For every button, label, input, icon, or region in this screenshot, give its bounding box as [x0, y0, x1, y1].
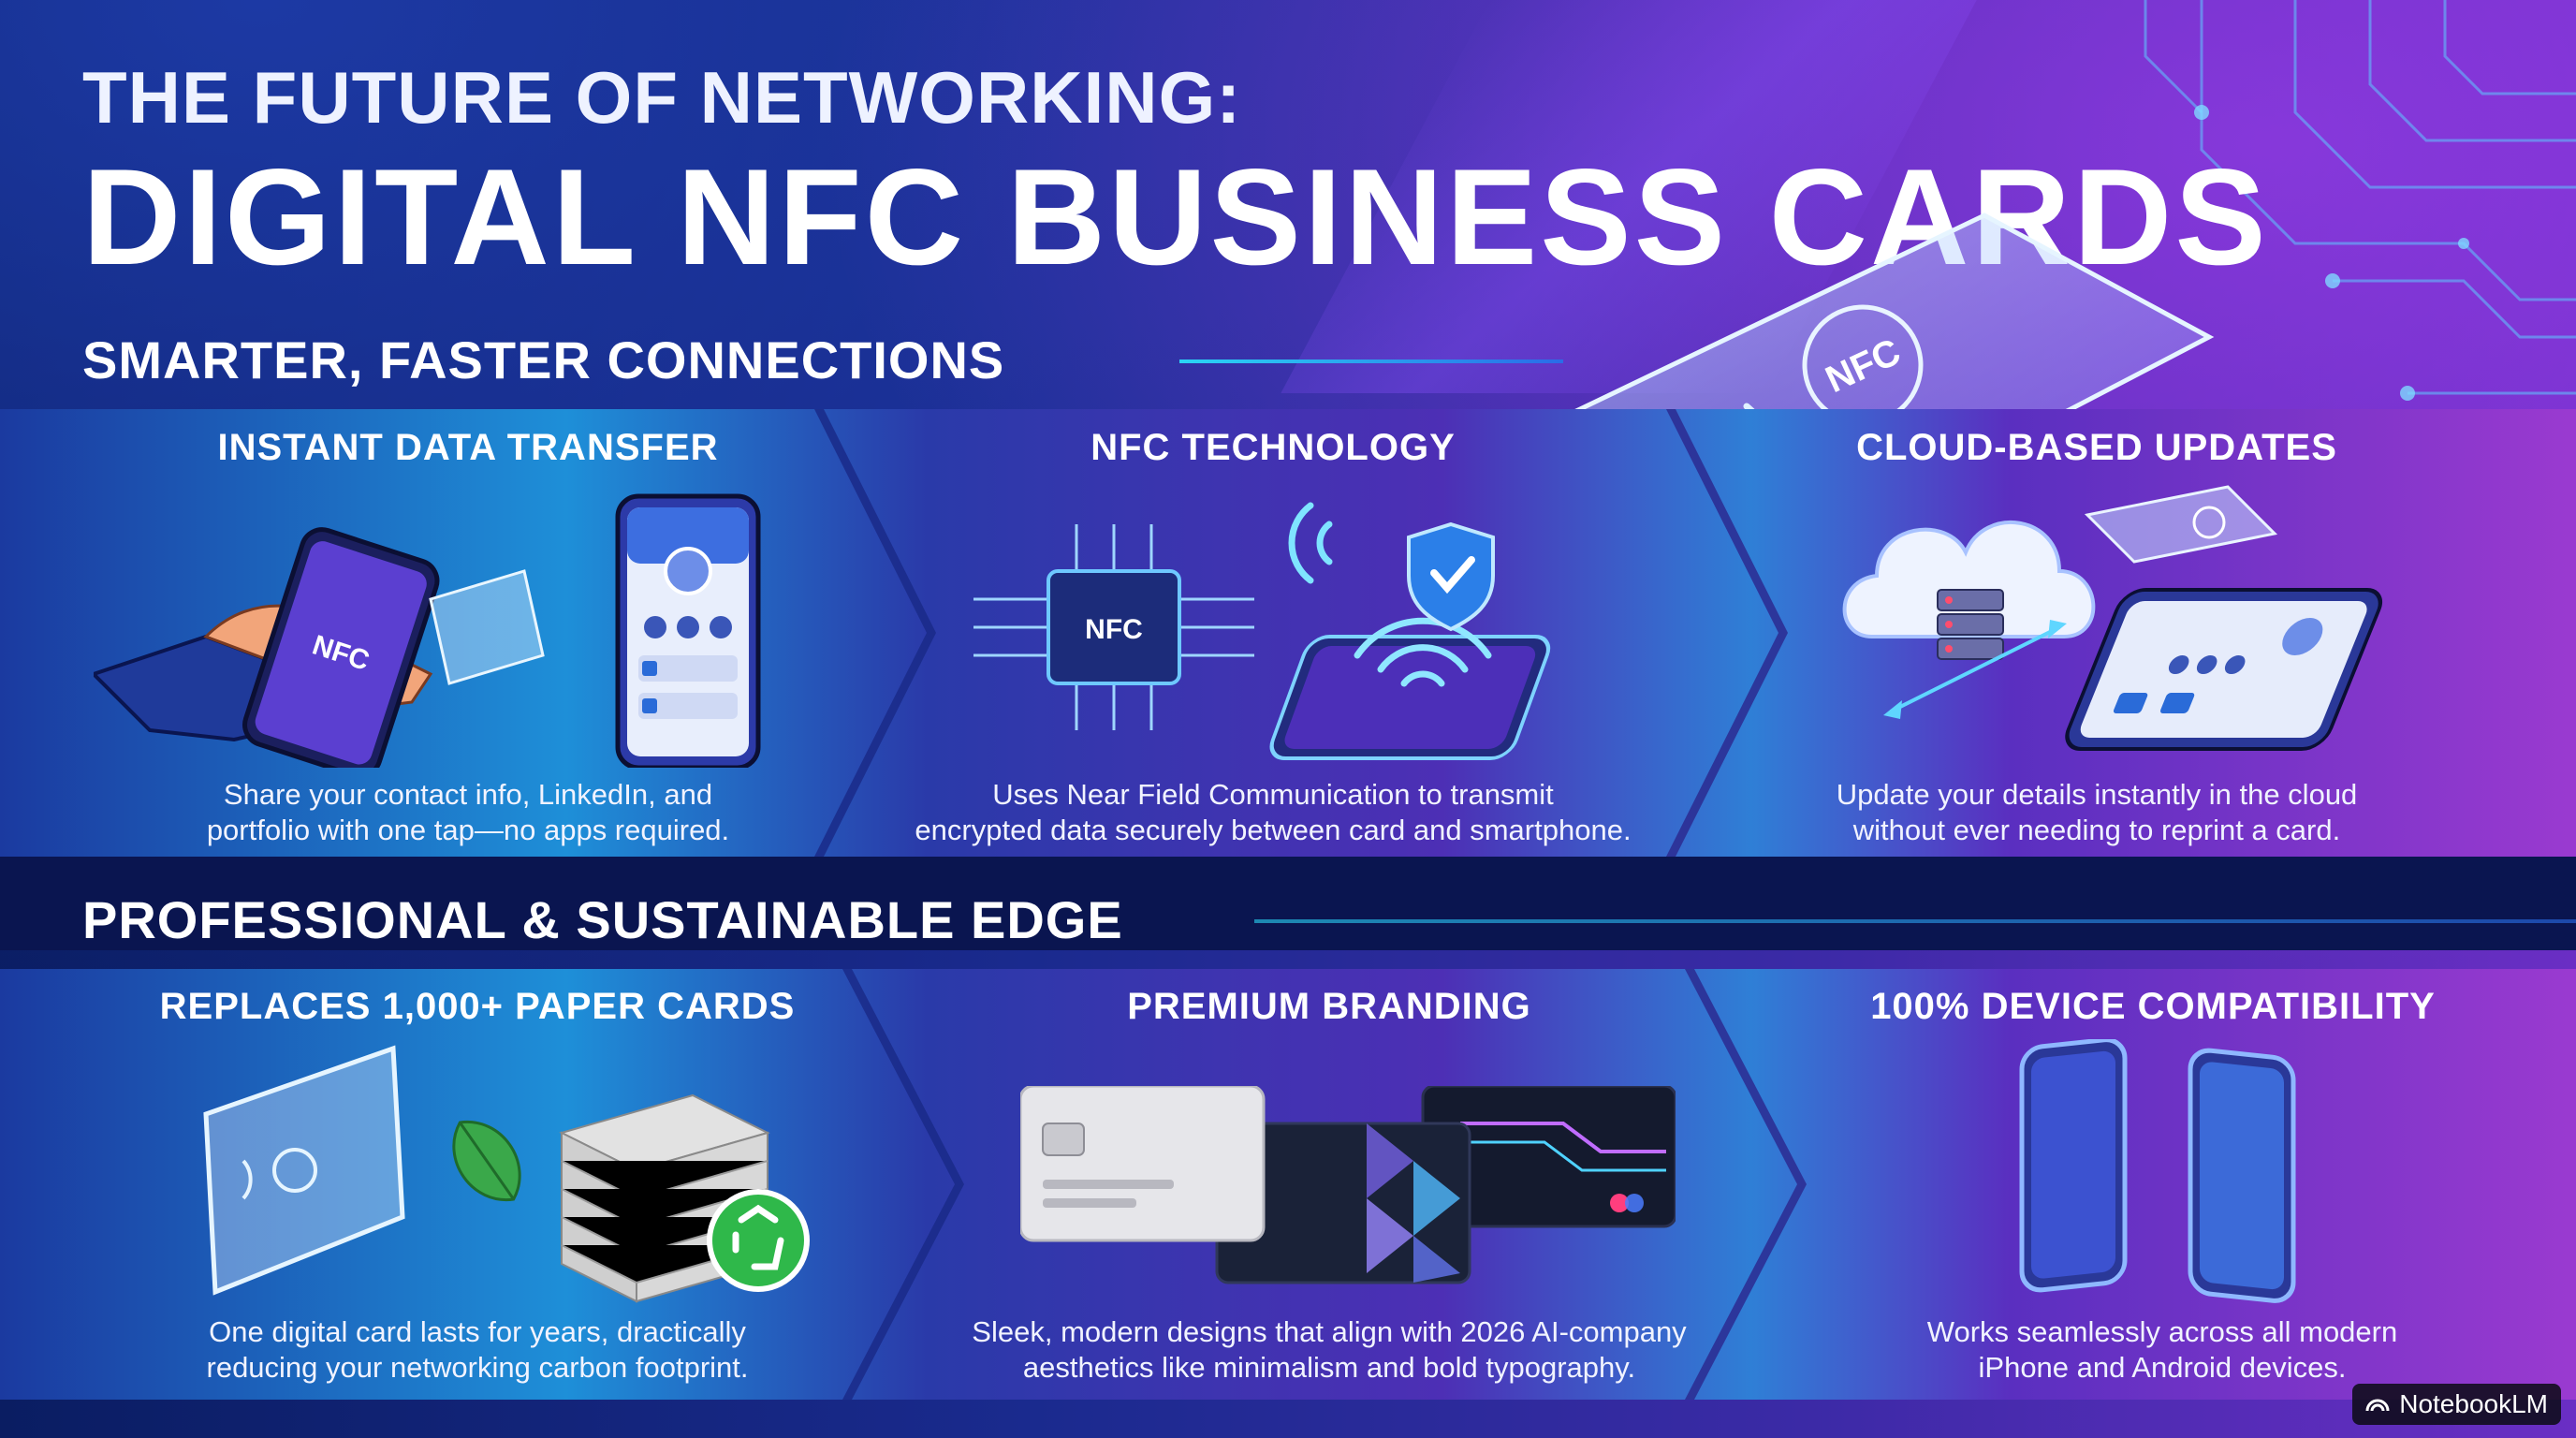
nfc-technology-illustration: NFC: [973, 502, 1551, 760]
svg-text:NFC: NFC: [1085, 614, 1143, 645]
card-text-replaces-paper: One digital card lasts for years, dracti…: [94, 1314, 861, 1386]
paper-replacement-illustration: [203, 1045, 810, 1303]
card-text-line: Works seamlessly across all modern: [1926, 1315, 2398, 1348]
leaf-icon: [452, 1120, 521, 1202]
smartphone-icon: [1269, 635, 1551, 760]
avatar: [664, 547, 712, 595]
card-text-instant-transfer: Share your contact info, LinkedIn, and p…: [94, 777, 842, 848]
brand-label: NotebookLM: [2399, 1389, 2548, 1418]
card-text-line: Sleek, modern designs that align with 20…: [972, 1315, 1687, 1348]
card-text-premium-branding: Sleek, modern designs that align with 20…: [936, 1314, 1722, 1386]
server-icon: [1937, 589, 2004, 660]
brand-badge: NotebookLM: [2352, 1384, 2561, 1425]
card-text-line: Share your contact info, LinkedIn, and: [223, 778, 713, 811]
device-compatibility-illustration: [2019, 1039, 2296, 1303]
contactless-icon: [1288, 502, 1333, 584]
premium-branding-illustration: [1020, 1086, 1676, 1284]
card-text-nfc-technology: Uses Near Field Communication to transmi…: [899, 777, 1647, 848]
card-title-cloud-updates: CLOUD-BASED UPDATES: [1856, 427, 2337, 468]
smartphone-icon: [2188, 1048, 2296, 1303]
card-title-premium-branding: PREMIUM BRANDING: [1127, 986, 1531, 1027]
card-title-replaces-paper: REPLACES 1,000+ PAPER CARDS: [159, 986, 796, 1027]
contactless-icon: [1354, 617, 1492, 687]
section-divider: [1254, 919, 2576, 923]
smartphone-icon: NFC: [242, 527, 440, 768]
card-text-line: One digital card lasts for years, dracti…: [209, 1315, 746, 1348]
card-text-line: Uses Near Field Communication to transmi…: [992, 778, 1554, 811]
cloud-icon: [1842, 520, 2096, 638]
card-title-nfc-technology: NFC TECHNOLOGY: [1090, 427, 1456, 468]
section-heading-sustainable: PROFESSIONAL & SUSTAINABLE EDGE: [82, 890, 1123, 949]
card-text-cloud-updates: Update your details instantly in the clo…: [1732, 777, 2462, 848]
title-line-1: THE FUTURE OF NETWORKING:: [82, 56, 1242, 139]
smartphone-icon: [2065, 588, 2382, 751]
nfc-icon: [2192, 506, 2226, 539]
instant-transfer-illustration: NFC: [94, 493, 761, 768]
paper-stack: [559, 1093, 770, 1303]
card-title-instant-transfer: INSTANT DATA TRANSFER: [217, 427, 719, 468]
cloud-updates-illustration: [1842, 485, 2382, 751]
band-separator: [0, 857, 2576, 950]
page-title: THE FUTURE OF NETWORKING: DIGITAL NFC BU…: [82, 52, 2269, 292]
card-text-line: reducing your networking carbon footprin…: [206, 1351, 749, 1384]
shield-check-icon: [1407, 521, 1495, 632]
circuit-decoration: [2144, 0, 2576, 401]
notebook-logo-icon: [2365, 1399, 2390, 1412]
card-text-line: without ever needing to reprint a card.: [1852, 814, 2341, 846]
card-text-line: portfolio with one tap—no apps required.: [206, 814, 730, 846]
card-text-line: Update your details instantly in the clo…: [1836, 778, 2358, 811]
smartphone-icon: [615, 493, 761, 768]
smartphone-icon: [2019, 1039, 2128, 1293]
card-text-device-compatibility: Works seamlessly across all modern iPhon…: [1788, 1314, 2537, 1386]
card-text-line: iPhone and Android devices.: [1978, 1351, 2347, 1384]
section-heading-connections: SMARTER, FASTER CONNECTIONS: [82, 330, 1005, 389]
card-text-line: encrypted data securely between card and…: [915, 814, 1632, 846]
contactless-icon: [242, 1148, 317, 1200]
card-text-line: aesthetics like minimalism and bold typo…: [1022, 1351, 1636, 1384]
recycle-icon: [707, 1189, 810, 1292]
card-title-device-compatibility: 100% DEVICE COMPATIBILITY: [1870, 986, 2436, 1027]
section-divider: [1179, 360, 1563, 363]
